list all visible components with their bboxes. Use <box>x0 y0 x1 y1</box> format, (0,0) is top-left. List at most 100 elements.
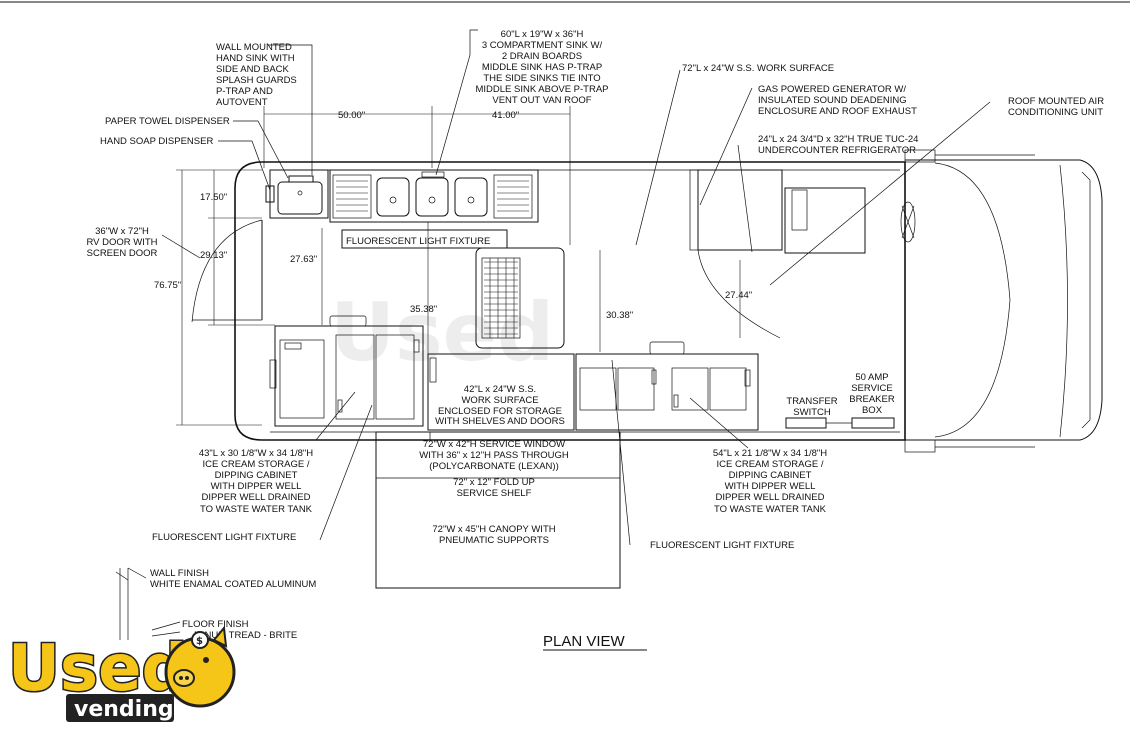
svg-text:THE SIDE SINKS TIE INTO: THE SIDE SINKS TIE INTO <box>483 73 600 84</box>
svg-text:36"W x 72"H: 36"W x 72"H <box>95 226 149 237</box>
dim-27-44: 27.44" <box>725 290 752 301</box>
svg-text:3 COMPARTMENT SINK W/: 3 COMPARTMENT SINK W/ <box>482 40 603 51</box>
label-floor-finish: FLOOR FINISH MINUM TREAD - BRITE <box>182 619 297 641</box>
label-work-surface-72: 72"L x 24"W S.S. WORK SURFACE <box>682 63 834 74</box>
svg-text:BREAKER: BREAKER <box>849 394 895 405</box>
label-service-window: 72"W x 42"H SERVICE WINDOW WITH 36" x 12… <box>419 439 569 472</box>
svg-text:UNDERCOUNTER REFRIGERATOR: UNDERCOUNTER REFRIGERATOR <box>758 145 916 156</box>
svg-text:50 AMP: 50 AMP <box>855 372 888 383</box>
svg-text:SERVICE: SERVICE <box>851 383 893 394</box>
svg-text:SCREEN DOOR: SCREEN DOOR <box>87 248 158 259</box>
dim-76-75: 76.75" <box>154 280 181 291</box>
svg-text:72"W x 42"H SERVICE WINDOW: 72"W x 42"H SERVICE WINDOW <box>423 439 565 450</box>
svg-text:72"W x 45"H CANOPY WITH: 72"W x 45"H CANOPY WITH <box>432 524 555 535</box>
label-generator: GAS POWERED GENERATOR W/ INSULATED SOUND… <box>758 84 917 117</box>
svg-text:(POLYCARBONATE (LEXAN)): (POLYCARBONATE (LEXAN)) <box>429 461 559 472</box>
label-wall-sink: WALL MOUNTED HAND SINK WITH SIDE AND BAC… <box>216 42 297 108</box>
svg-text:WITH DIPPER WELL: WITH DIPPER WELL <box>725 481 816 492</box>
hand-sink <box>265 169 329 219</box>
svg-text:BOX: BOX <box>862 405 883 416</box>
svg-text:TO WASTE WATER TANK: TO WASTE WATER TANK <box>200 504 313 515</box>
svg-text:TRANSFER: TRANSFER <box>786 396 837 407</box>
svg-text:ICE CREAM STORAGE /: ICE CREAM STORAGE / <box>717 459 824 470</box>
rv-door <box>191 219 263 323</box>
svg-text:RV DOOR WITH: RV DOOR WITH <box>86 237 157 248</box>
svg-text:MIDDLE SINK ABOVE P-TRAP: MIDDLE SINK ABOVE P-TRAP <box>475 84 608 95</box>
svg-text:HAND SINK WITH: HAND SINK WITH <box>216 53 295 64</box>
label-fluorescent-right: FLUORESCENT LIGHT FIXTURE <box>650 540 794 551</box>
work-surface-42 <box>427 353 575 431</box>
svg-text:60"L x 19"W x 36"H: 60"L x 19"W x 36"H <box>501 29 584 40</box>
generator-area <box>475 247 565 349</box>
svg-text:WITH DIPPER WELL: WITH DIPPER WELL <box>211 481 302 492</box>
dim-50: 50.00" <box>338 110 365 121</box>
svg-text:DIPPING CABINET: DIPPING CABINET <box>215 470 298 481</box>
watermark: Used <box>330 286 554 379</box>
three-compartment-sink <box>329 169 539 223</box>
drain-board-hatch <box>336 180 529 212</box>
svg-text:54"L x 21 1/8"W x 34 1/8"H: 54"L x 21 1/8"W x 34 1/8"H <box>713 448 827 459</box>
svg-text:SPLASH GUARDS: SPLASH GUARDS <box>216 75 297 86</box>
svg-text:WHITE ENAMAL COATED ALUMINUM: WHITE ENAMAL COATED ALUMINUM <box>150 579 316 590</box>
svg-text:WALL MOUNTED: WALL MOUNTED <box>216 42 292 53</box>
ice-cream-cabinet-right <box>575 341 759 431</box>
svg-text:$: $ <box>196 636 203 647</box>
generator-grille <box>484 258 518 338</box>
svg-text:ICE CREAM STORAGE /: ICE CREAM STORAGE / <box>203 459 310 470</box>
svg-text:VENT OUT VAN ROOF: VENT OUT VAN ROOF <box>492 95 591 106</box>
label-work-surface-42: 42"L x 24"W S.S. WORK SURFACE ENCLOSED F… <box>435 384 565 427</box>
svg-text:SWITCH: SWITCH <box>793 407 831 418</box>
fluorescent-fixture-top <box>341 229 508 249</box>
svg-text:WITH SHELVES AND DOORS: WITH SHELVES AND DOORS <box>435 416 565 427</box>
svg-text:43"L x 30 1/8"W x 34 1/8"H: 43"L x 30 1/8"W x 34 1/8"H <box>199 448 313 459</box>
svg-text:INSULATED SOUND DEADENING: INSULATED SOUND DEADENING <box>758 95 907 106</box>
svg-text:24"L x 24 3/4"D x 32"H TRUE TU: 24"L x 24 3/4"D x 32"H TRUE TUC-24 <box>758 134 918 145</box>
svg-text:AUTOVENT: AUTOVENT <box>216 97 268 108</box>
svg-text:2 DRAIN BOARDS: 2 DRAIN BOARDS <box>502 51 582 62</box>
wall-finish-sample <box>115 568 129 640</box>
label-paper-towel: PAPER TOWEL DISPENSER <box>105 116 230 127</box>
svg-text:DIPPER WELL DRAINED: DIPPER WELL DRAINED <box>716 492 825 503</box>
refrigerator <box>689 169 866 339</box>
label-ice-cream-54: 54"L x 21 1/8"W x 34 1/8"H ICE CREAM STO… <box>713 448 827 515</box>
svg-text:ENCLOSED FOR STORAGE: ENCLOSED FOR STORAGE <box>438 406 562 417</box>
svg-text:MIDDLE SINK HAS P-TRAP: MIDDLE SINK HAS P-TRAP <box>482 62 602 73</box>
dim-17-50: 17.50" <box>200 192 227 203</box>
pig-icon: $ <box>164 625 236 708</box>
svg-text:TO WASTE WATER TANK: TO WASTE WATER TANK <box>714 504 827 515</box>
plan-view-title: PLAN VIEW <box>543 633 626 650</box>
label-refrigerator: 24"L x 24 3/4"D x 32"H TRUE TUC-24 UNDER… <box>758 134 918 156</box>
label-fluorescent-left: FLUORESCENT LIGHT FIXTURE <box>152 532 296 543</box>
svg-text:SIDE AND BACK: SIDE AND BACK <box>216 64 290 75</box>
svg-text:DIPPING CABINET: DIPPING CABINET <box>729 470 812 481</box>
svg-text:CONDITIONING UNIT: CONDITIONING UNIT <box>1008 107 1103 118</box>
svg-text:42"L x 24"W S.S.: 42"L x 24"W S.S. <box>464 384 536 395</box>
dim-35-38: 35.38" <box>410 304 437 315</box>
dimension-lines <box>176 106 741 426</box>
svg-text:SERVICE SHELF: SERVICE SHELF <box>457 488 532 499</box>
label-wall-finish: WALL FINISH WHITE ENAMAL COATED ALUMINUM <box>150 568 316 590</box>
ice-cream-cabinet-left <box>269 315 424 427</box>
dim-41: 41.00" <box>492 110 519 121</box>
breaker-box <box>851 417 895 429</box>
label-hand-soap: HAND SOAP DISPENSER <box>100 136 213 147</box>
svg-text:72" x 12" FOLD UP: 72" x 12" FOLD UP <box>453 477 535 488</box>
label-canopy: 72"W x 45"H CANOPY WITH PNEUMATIC SUPPOR… <box>432 524 555 546</box>
label-comp-sink: 60"L x 19"W x 36"H 3 COMPARTMENT SINK W/… <box>475 29 608 106</box>
dim-27-63: 27.63" <box>290 254 317 265</box>
svg-text:ENCLOSURE AND ROOF EXHAUST: ENCLOSURE AND ROOF EXHAUST <box>758 106 917 117</box>
label-service-breaker: 50 AMP SERVICE BREAKER BOX <box>849 372 895 416</box>
label-ice-cream-43: 43"L x 30 1/8"W x 34 1/8"H ICE CREAM STO… <box>199 448 313 515</box>
svg-text:WORK SURFACE: WORK SURFACE <box>461 395 538 406</box>
label-fold-up-shelf: 72" x 12" FOLD UP SERVICE SHELF <box>453 477 535 499</box>
usedvending-logo: Used $ vending <box>7 625 236 722</box>
leader-lines <box>127 29 991 637</box>
transfer-switch-box <box>785 417 827 429</box>
svg-text:DIPPER WELL DRAINED: DIPPER WELL DRAINED <box>202 492 311 503</box>
label-rv-door: 36"W x 72"H RV DOOR WITH SCREEN DOOR <box>86 226 157 259</box>
label-roof-ac: ROOF MOUNTED AIR CONDITIONING UNIT <box>1008 96 1104 118</box>
service-window-canopy <box>375 431 621 589</box>
svg-text:ROOF MOUNTED AIR: ROOF MOUNTED AIR <box>1008 96 1104 107</box>
